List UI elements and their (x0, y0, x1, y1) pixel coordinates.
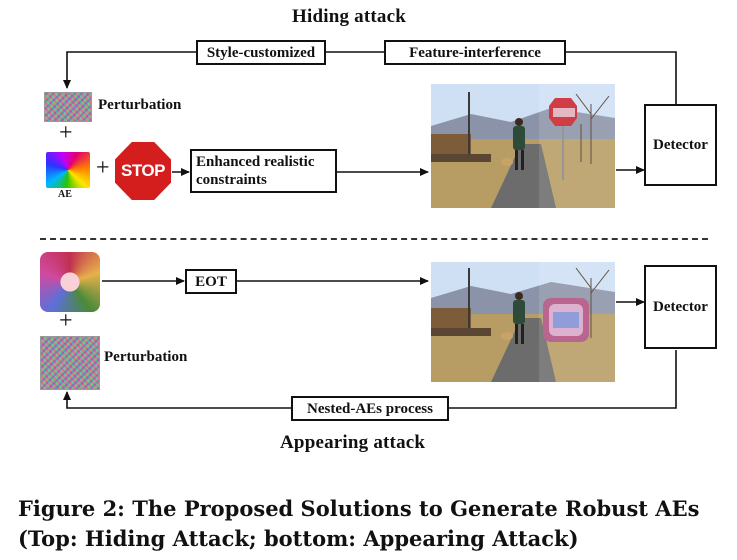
stop-sign-text: STOP (121, 161, 165, 180)
appearing-attack-title: Appearing attack (280, 432, 426, 453)
top-loop-line (566, 51, 677, 104)
adversarial-patch-image (40, 252, 100, 312)
caption-line-1: Figure 2: The Proposed Solutions to Gene… (18, 496, 700, 521)
caption-line-2: (Top: Hiding Attack; bottom: Appearing A… (18, 526, 579, 551)
ae-label: AE (58, 189, 72, 200)
plus-sign-3: + (59, 308, 73, 334)
detector-box-bottom: Detector (644, 265, 717, 349)
ae-image (46, 152, 90, 188)
bottom-scene-drawing (431, 262, 615, 382)
top-scene-photo (431, 84, 615, 208)
style-customized-box: Style-customized (196, 40, 326, 65)
top-scene-drawing (431, 84, 615, 208)
bottom-scene-photo (431, 262, 615, 382)
section-divider (40, 238, 708, 240)
perturbation-label-bottom: Perturbation (104, 349, 188, 365)
perturbation-label: Perturbation (98, 97, 182, 113)
figure-caption: Figure 2: The Proposed Solutions to Gene… (18, 494, 728, 554)
feature-interference-box: Feature-interference (384, 40, 566, 65)
bottom-loop-to-perturbation (63, 391, 291, 409)
hiding-attack-title: Hiding attack (292, 6, 406, 27)
bottom-loop-line (449, 350, 677, 409)
plus-sign-1: + (59, 120, 73, 146)
perturbation-noise-image-bottom (40, 336, 100, 390)
plus-sign-2: + (96, 155, 110, 181)
enhanced-constraints-box: Enhanced realistic constraints (190, 149, 337, 193)
stop-sign-image: STOP (115, 142, 171, 200)
nested-aes-box: Nested-AEs process (291, 396, 449, 421)
eot-box: EOT (185, 269, 237, 294)
detector-box-top: Detector (644, 104, 717, 186)
constraints-line-2: constraints (196, 172, 267, 188)
top-loop-to-perturbation (63, 51, 196, 89)
constraints-line-1: Enhanced realistic (196, 154, 315, 170)
perturbation-noise-image (44, 92, 92, 122)
